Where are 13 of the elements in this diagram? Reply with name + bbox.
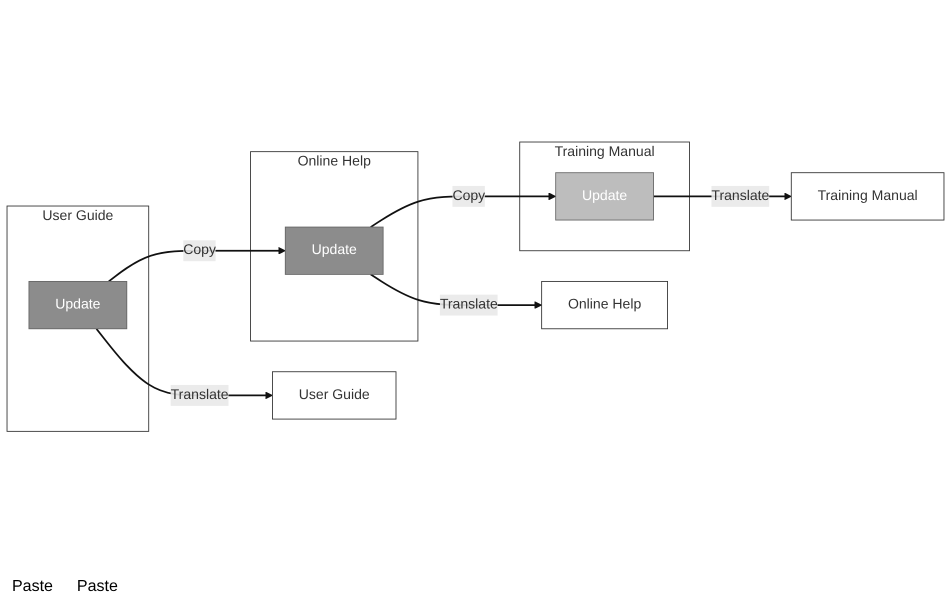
node-box: User Guide: [272, 372, 396, 420]
node-box: Update: [555, 172, 654, 221]
node-box: Training Manual: [790, 172, 944, 221]
edge-label: Copy: [452, 188, 486, 204]
node-box: Update: [284, 226, 384, 276]
edge-label: Translate: [440, 298, 498, 312]
edge-label: Translate: [711, 188, 770, 204]
node-box: Online Help: [541, 281, 668, 330]
node-box: Update: [28, 281, 128, 330]
note-text: Paste: [76, 578, 118, 596]
edge-label: Translate: [170, 388, 229, 403]
edge-label: Copy: [183, 243, 216, 258]
note-text: Paste: [12, 578, 53, 596]
